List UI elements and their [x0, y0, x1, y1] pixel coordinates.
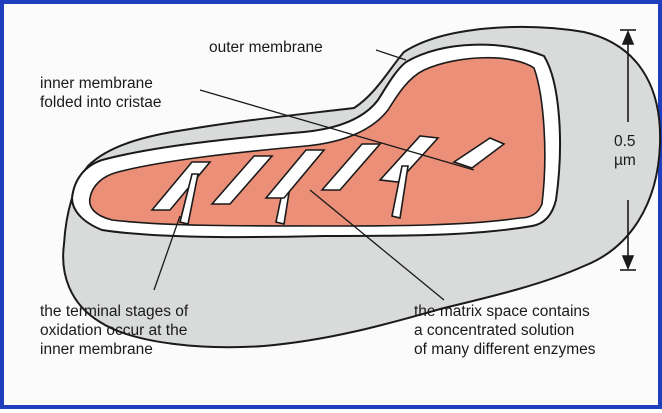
- outer-membrane-label: outer membrane: [209, 38, 323, 57]
- scale-value-label: 0.5: [614, 132, 636, 151]
- matrix-space-label-line1: the matrix space contains: [414, 302, 590, 321]
- terminal-stages-label-line3: inner membrane: [40, 340, 153, 359]
- terminal-stages-label-line1: the terminal stages of: [40, 302, 188, 321]
- matrix-space-label-line2: a concentrated solution: [414, 321, 574, 340]
- scale-unit-label: µm: [614, 151, 636, 170]
- matrix-space-label-line3: of many different enzymes: [414, 340, 596, 359]
- terminal-stages-label-line2: oxidation occur at the: [40, 321, 187, 340]
- inner-membrane-label-line1: inner membrane: [40, 74, 153, 93]
- inner-membrane-label-line2: folded into cristae: [40, 93, 162, 112]
